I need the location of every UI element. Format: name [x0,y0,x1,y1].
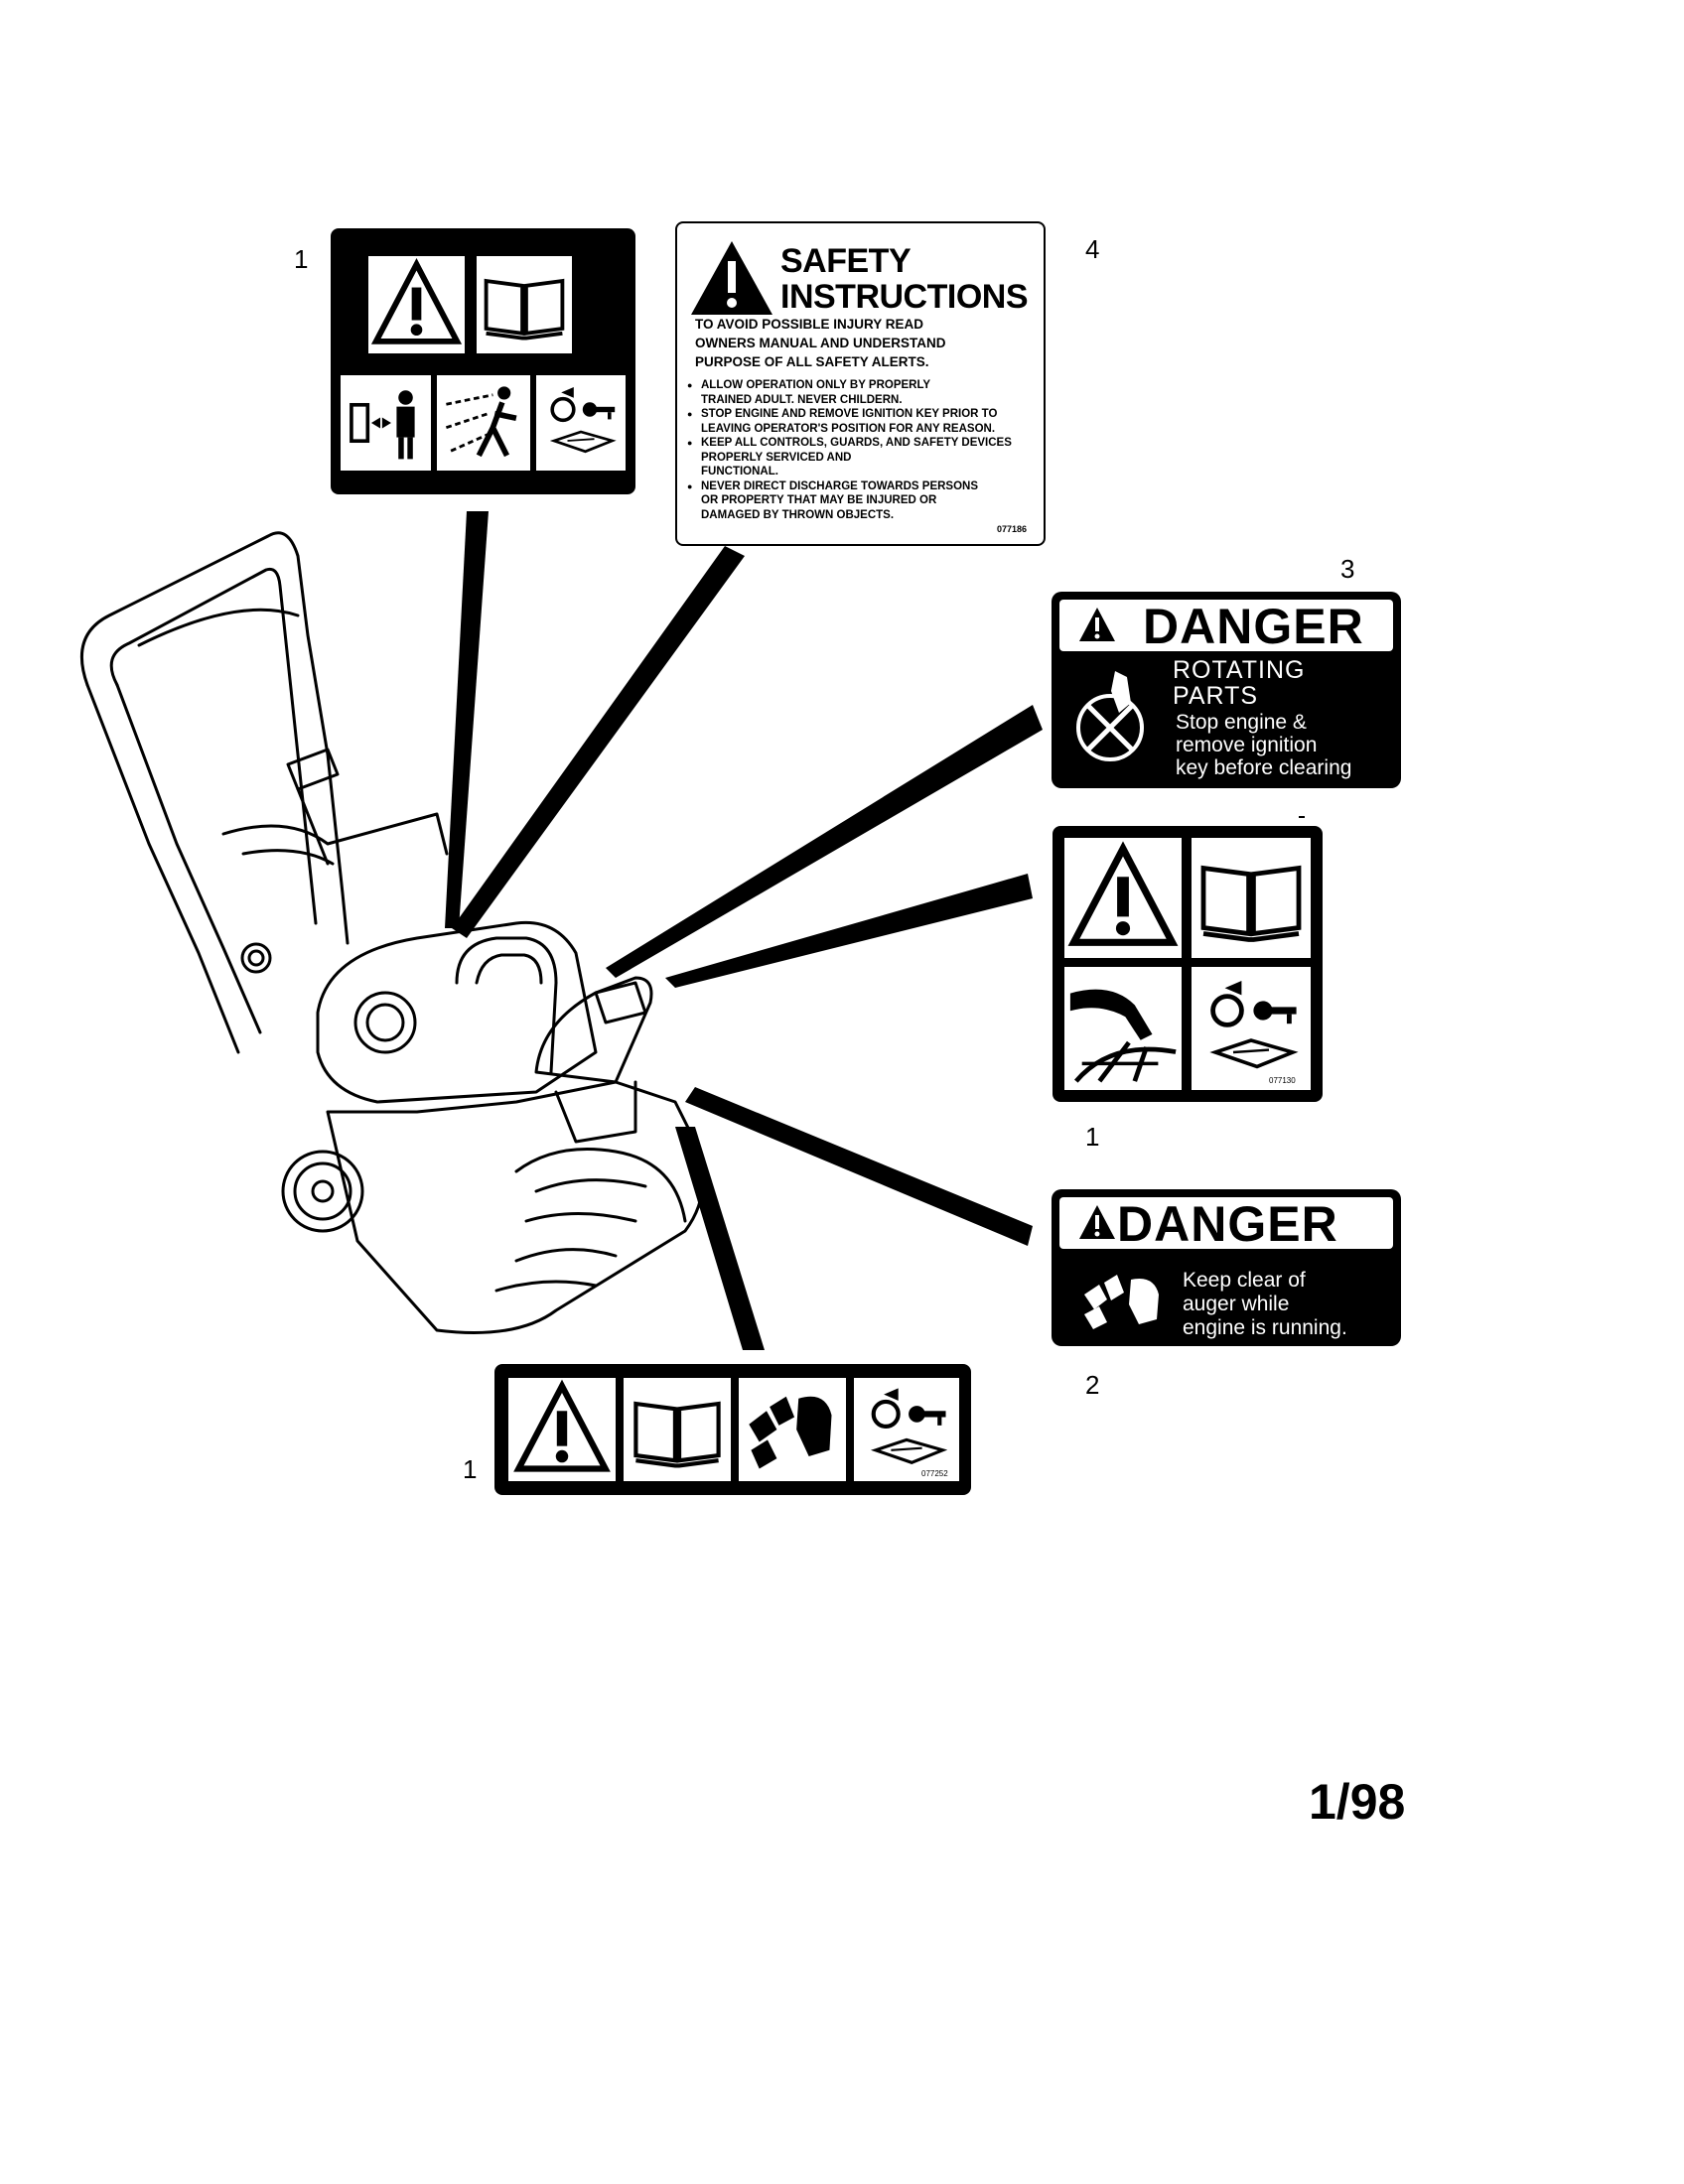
remove-key-icon: 077252 [854,1378,959,1481]
leader-label-1-bottom [675,1127,765,1350]
hand-impeller-icon [1076,671,1144,761]
discharge-chute [534,976,653,1084]
danger-rotating-line3: Stop engine & [1176,711,1307,734]
wheel [281,1150,364,1233]
leader-label-3 [606,705,1043,978]
engine-housing [316,920,598,1104]
safety-title-line1: SAFETY [780,242,912,280]
danger-title: DANGER [1143,599,1364,654]
picto-bottom-code: 077252 [921,1469,948,1478]
safety-intro: TO AVOID POSSIBLE INJURY READ OWNERS MAN… [695,315,946,371]
safety-title-line2: INSTRUCTIONS [780,278,1029,316]
leader-label-1-right [665,874,1033,988]
handle-outer [79,531,350,945]
warning-triangle-icon [368,256,465,353]
leader-label-1-top [445,511,489,928]
handle-inner [109,567,318,925]
remove-key-icon: 077130 [1192,967,1311,1090]
warning-triangle-icon [1079,608,1115,641]
danger-title-bar [1059,1197,1393,1249]
thrown-object-icon [437,375,530,471]
leader-label-2 [685,1087,1033,1246]
warning-triangle-icon [508,1378,616,1481]
list-item: STOP ENGINE AND REMOVE IGNITION KEY PRIO… [687,407,1045,436]
warning-triangle-icon [1079,1205,1115,1239]
danger-rotating-parts-label: DANGER ROTATING PARTS Stop engine & remo… [1052,592,1401,788]
safety-list: ALLOW OPERATION ONLY BY PROPERLYTRAINED … [687,378,1045,522]
danger-rotating-line1: ROTATING [1173,656,1306,684]
remove-key-icon [536,375,626,471]
danger-auger-line2: auger while [1183,1293,1290,1315]
callout-1-top-left: 1 [294,244,309,274]
auger-housing [326,1080,705,1334]
hand-impeller-icon [1064,967,1182,1090]
warning-triangle-icon [1064,838,1182,958]
list-item: NEVER DIRECT DISCHARGE TOWARDS PERSONSOR… [687,479,1045,523]
safety-intro-line1: TO AVOID POSSIBLE INJURY READ [695,317,924,332]
safety-intro-line2: OWNERS MANUAL AND UNDERSTAND [695,336,946,350]
danger-rotating-line4: remove ignition [1176,734,1318,756]
danger-title: DANGER [1117,1196,1338,1252]
manual-book-icon [1192,838,1311,958]
leader-label-4 [452,546,745,938]
callout-2: 2 [1085,1370,1100,1400]
auger-icon [1084,1275,1159,1329]
keep-away-icon [341,375,431,471]
pictogram-label-right: 077130 [1052,826,1323,1102]
danger-rotating-line5: key before clearing [1176,756,1352,779]
picto-right-code: 077130 [1269,1076,1296,1085]
list-item: ALLOW OPERATION ONLY BY PROPERLYTRAINED … [687,378,1045,407]
list-item: KEEP ALL CONTROLS, GUARDS, AND SAFETY DE… [687,436,1045,479]
danger-auger-label: DANGER Keep clear of auger while engine … [1052,1189,1401,1346]
danger-auger-line3: engine is running. [1183,1316,1347,1339]
danger-auger-line1: Keep clear of [1183,1269,1306,1292]
pictogram-label-bottom: 077252 [494,1364,971,1495]
safety-intro-line3: PURPOSE OF ALL SAFETY ALERTS. [695,354,929,369]
pictogram-label-top [331,228,635,494]
danger-title-bar [1059,600,1393,651]
dash-mark [1299,816,1305,818]
callout-3: 3 [1340,554,1355,584]
auger-icon [739,1378,846,1481]
warning-triangle-icon [691,241,772,315]
manual-book-icon [477,256,572,353]
page-number: 1/98 [1309,1774,1406,1830]
manual-book-icon [624,1378,731,1481]
danger-rotating-line2: PARTS [1173,682,1259,710]
callout-1-right: 1 [1085,1122,1100,1152]
callout-4: 4 [1085,234,1100,264]
safety-instructions-label: SAFETY INSTRUCTIONS TO AVOID POSSIBLE IN… [675,221,1046,546]
safety-part-code: 077186 [997,524,1028,534]
callout-1-bottom: 1 [463,1454,478,1484]
